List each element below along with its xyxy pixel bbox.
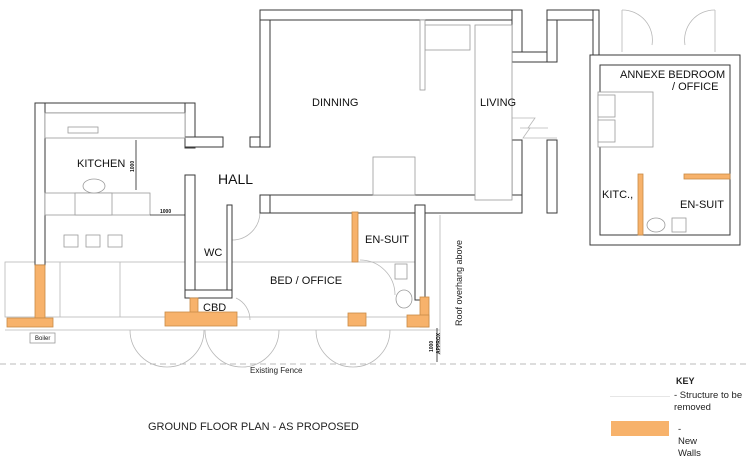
dim-approx-value: 1000	[429, 341, 435, 352]
room-label-annexe-2: / OFFICE	[672, 81, 718, 93]
room-label-cbd: CBD	[203, 302, 226, 314]
dim-approx-label: APPROX	[436, 332, 442, 354]
room-label-hall: HALL	[218, 171, 253, 187]
room-label-kitchen: KITCHEN	[77, 158, 125, 170]
plan-title: GROUND FLOOR PLAN - AS PROPOSED	[148, 421, 359, 433]
floor-plan: Boiler 1000 1000 1000 APPROX KITCHEN HAL…	[0, 9, 750, 433]
room-label-annexe-1: ANNEXE BEDROOM	[620, 69, 725, 81]
room-label-dining: DINNING	[312, 97, 358, 109]
existing-walls	[34, 9, 741, 301]
door-swings	[129, 9, 716, 368]
room-label-living: LIVING	[480, 97, 516, 109]
room-label-annexe-kitchen: KITC.,	[602, 189, 633, 201]
room-label-en-suite: EN-SUIT	[365, 234, 409, 246]
dim-kitchen-horizontal: 1000	[160, 209, 171, 215]
key-heading: KEY	[676, 376, 695, 386]
key-label-removed: - Structure to be removed	[674, 390, 743, 413]
new-walls	[6, 173, 731, 328]
room-label-bed-office: BED / OFFICE	[270, 275, 342, 287]
existing-fence-label: Existing Fence	[250, 366, 303, 375]
roof-overhang-label: Roof overhang above	[454, 240, 464, 326]
boiler	[29, 332, 56, 344]
dim-kitchen-vertical: 1000	[130, 161, 136, 172]
key-label-new-walls: - New Walls	[678, 424, 701, 459]
boiler-label: Boiler	[35, 336, 50, 342]
fittings	[44, 19, 687, 309]
room-label-wc: WC	[204, 247, 222, 259]
key-swatch-removed	[610, 396, 670, 397]
room-label-annexe-en-suite: EN-SUIT	[680, 199, 724, 211]
key-swatch-new-walls	[611, 421, 669, 436]
